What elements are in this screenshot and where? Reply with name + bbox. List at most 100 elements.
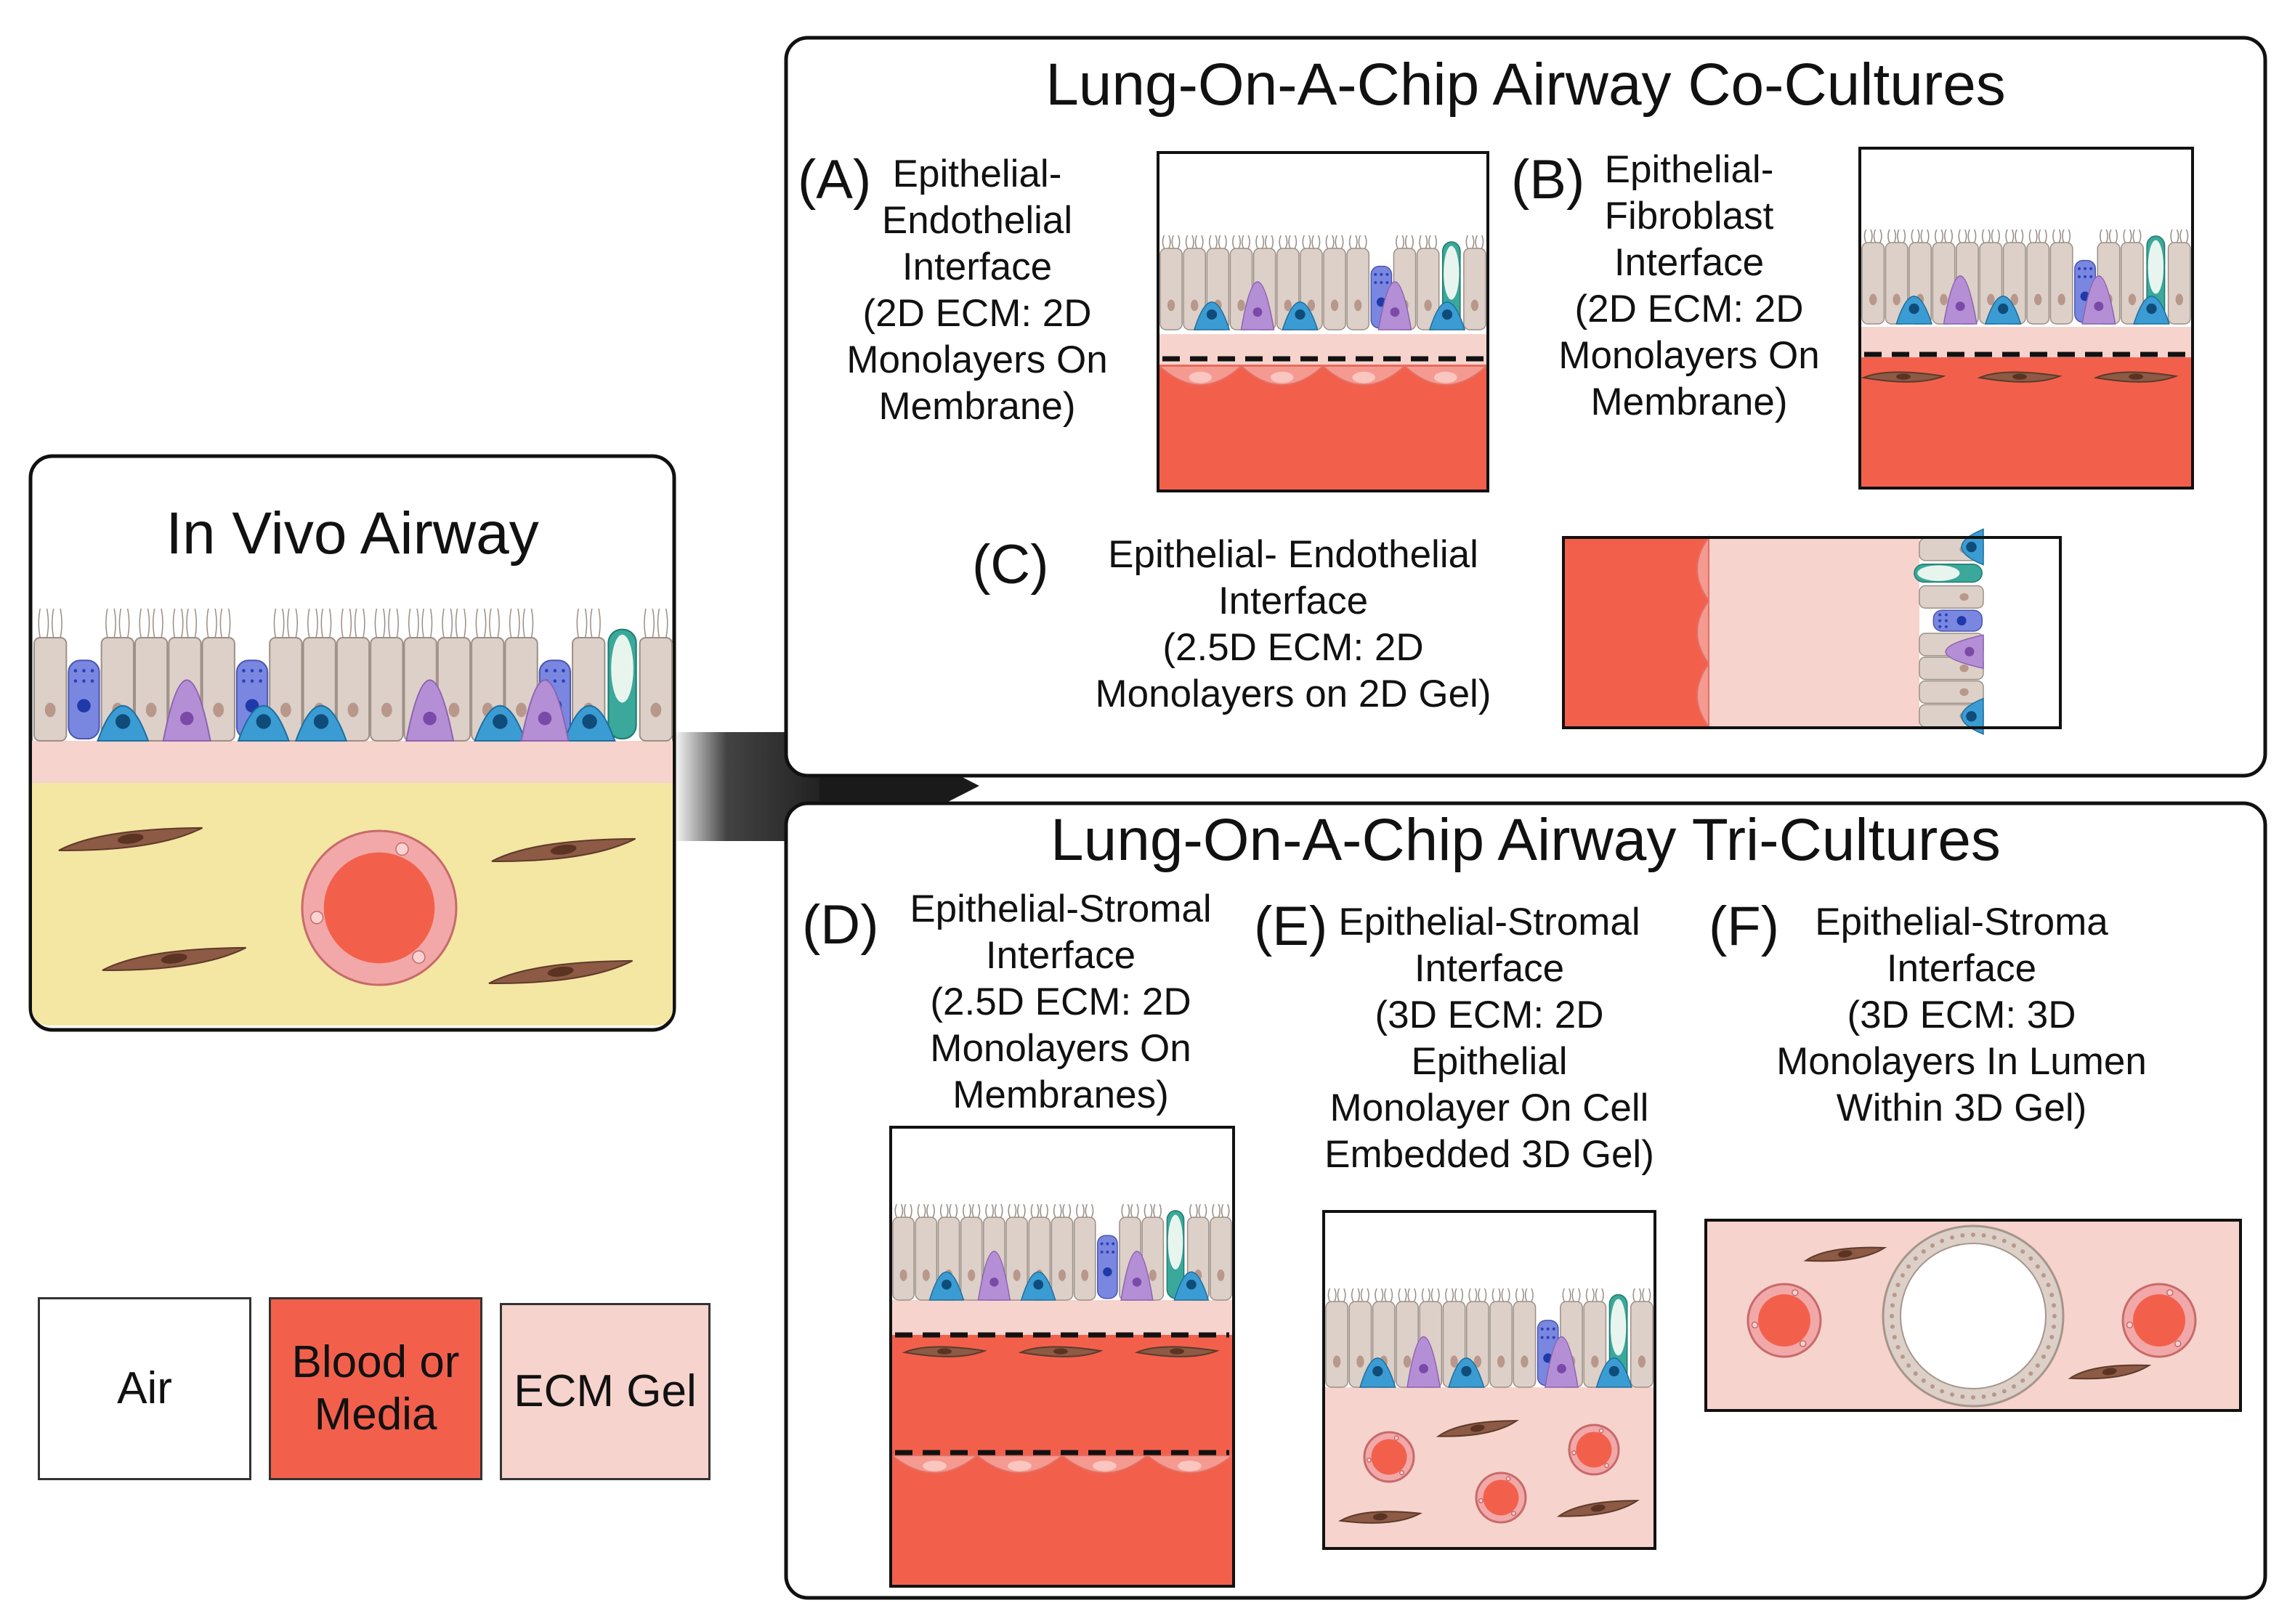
cell-nucleus — [2146, 303, 2157, 314]
cilia — [1935, 229, 1938, 243]
cilia — [214, 608, 217, 638]
cell-nucleus — [2001, 1389, 2007, 1394]
cell-nucleus — [1908, 303, 1919, 314]
cilia — [1943, 229, 1947, 243]
cilia — [181, 608, 184, 638]
cell-nucleus — [1956, 616, 1967, 626]
ciliated-cell — [134, 637, 169, 742]
cell-nucleus — [1966, 541, 1977, 553]
invivo-tissue — [32, 608, 673, 1026]
cilia — [194, 608, 198, 638]
cell-nucleus — [1971, 1395, 1975, 1400]
cilia — [923, 1203, 926, 1218]
cilia — [576, 608, 580, 638]
cell-nucleus — [2028, 1371, 2033, 1376]
cilia — [1483, 1288, 1487, 1302]
cell-nucleus — [1053, 1348, 1068, 1355]
club-granule — [2077, 275, 2081, 279]
cell-nucleus — [1895, 1344, 1901, 1349]
cilia — [1059, 1203, 1062, 1218]
cilia — [1413, 1288, 1417, 1302]
panel-c-description: Epithelial- Endothelial Interface (2.5D … — [1095, 533, 1491, 715]
cilia — [320, 608, 324, 638]
cilia — [1425, 235, 1428, 249]
cilia — [282, 608, 285, 638]
cilia — [1261, 235, 1265, 249]
cilia — [590, 608, 593, 638]
cell-nucleus — [1372, 1365, 1383, 1377]
cell-nucleus — [1940, 293, 1948, 306]
cell-nucleus — [381, 702, 392, 718]
cell-nucleus — [1167, 299, 1175, 312]
cilia — [1419, 235, 1422, 249]
cilia — [1127, 1203, 1130, 1218]
neuroendocrine-cell — [1406, 1336, 1441, 1388]
club-granule — [1938, 625, 1942, 628]
cell-nucleus — [1959, 664, 1969, 673]
cilia — [1085, 1203, 1088, 1218]
ciliated-cell — [1583, 1301, 1607, 1388]
club-granule — [2084, 275, 2087, 279]
panel-a-letter: (A) — [798, 149, 872, 211]
vessel-lumen — [1483, 1479, 1519, 1516]
cell-nucleus — [347, 702, 359, 718]
cilia — [1189, 1203, 1192, 1218]
cell-nucleus — [1998, 303, 2009, 314]
ciliated-cell — [1325, 1301, 1349, 1388]
cilia — [1317, 235, 1321, 249]
ciliated-cell — [1416, 248, 1440, 330]
fibroblast — [1861, 371, 1946, 383]
cilia — [1863, 229, 1867, 243]
cilia — [2138, 229, 2142, 243]
cell-nucleus — [2094, 301, 2104, 312]
neuroendocrine-cell — [405, 679, 455, 742]
neuroendocrine-cell — [2081, 275, 2116, 325]
ciliated-cell — [1323, 248, 1346, 330]
cell-nucleus — [1960, 1233, 1965, 1238]
fibroblast — [1134, 1346, 1220, 1357]
fibroblast — [1803, 1246, 1887, 1262]
cilia — [1515, 1288, 1518, 1302]
cilia — [1121, 1203, 1124, 1218]
fibroblast — [1338, 1511, 1422, 1524]
cilia — [2132, 229, 2135, 243]
cell-nucleus — [1892, 1293, 1897, 1298]
cilia — [1454, 1288, 1457, 1302]
cilia — [1897, 229, 1900, 243]
cilia — [1940, 229, 1944, 243]
cilia — [1000, 1203, 1003, 1218]
endothelial-nucleus — [1393, 1435, 1399, 1441]
cilia — [2028, 229, 2032, 243]
club-granule — [1100, 1242, 1104, 1246]
cilia — [910, 1203, 912, 1218]
cilia — [1380, 1288, 1384, 1302]
cilia — [977, 1203, 981, 1218]
club-granule — [562, 669, 565, 673]
cilia — [2185, 229, 2189, 243]
cilia — [1288, 235, 1291, 249]
cilia — [1911, 229, 1914, 243]
cilia — [2011, 229, 2015, 243]
cilia — [1238, 235, 1242, 249]
cell-nucleus — [922, 1269, 930, 1281]
cell-nucleus — [1591, 1355, 1599, 1368]
vessel-lumen — [2133, 1294, 2185, 1347]
cilia — [1478, 1288, 1481, 1302]
cilia — [341, 608, 344, 638]
cilia — [1642, 1288, 1645, 1302]
cilia — [105, 608, 108, 638]
legend-blood-or-media: Blood or Media — [269, 1297, 482, 1480]
cilia — [1398, 1288, 1401, 1302]
cilia — [1887, 229, 1890, 243]
cilia — [1241, 235, 1244, 249]
cilia — [1008, 1203, 1011, 1218]
cilia — [1076, 1203, 1079, 1218]
cilia — [1475, 235, 1478, 249]
cilia — [475, 608, 479, 638]
cilia — [971, 1203, 975, 1218]
club-granule — [1944, 613, 1948, 617]
cilia — [1271, 235, 1274, 249]
cell-nucleus — [1901, 1355, 1906, 1359]
mucus-granules — [611, 634, 634, 703]
fibroblast — [2068, 1364, 2152, 1380]
